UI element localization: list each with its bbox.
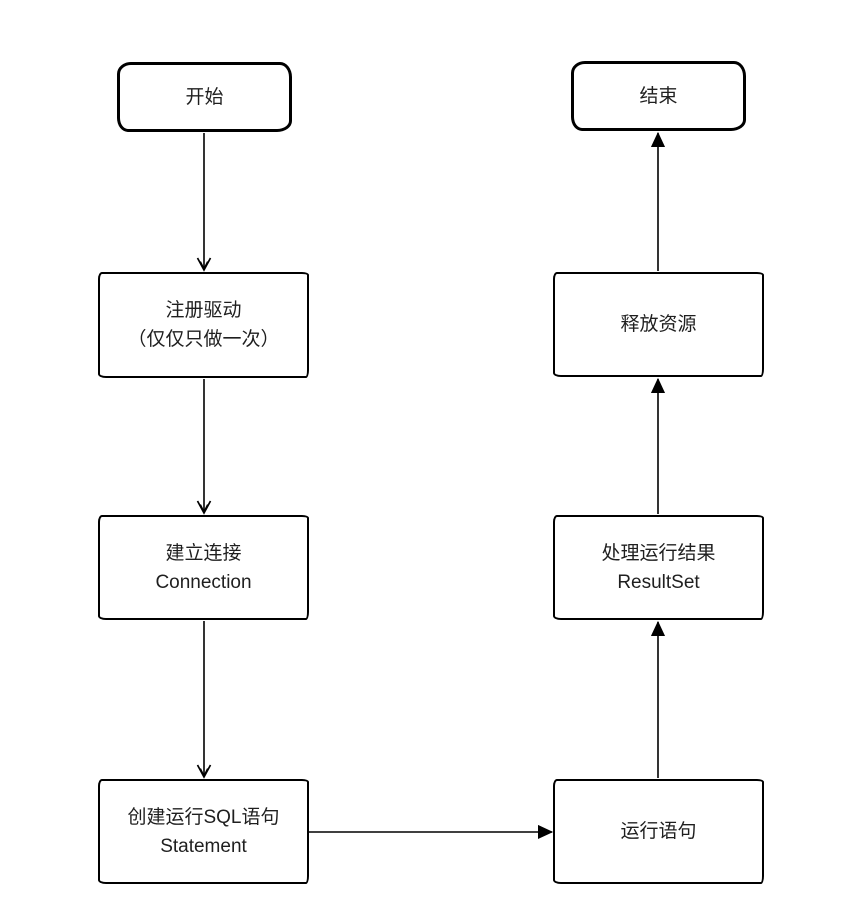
node-execute-label: 运行语句 bbox=[620, 821, 697, 842]
node-statement: 创建运行SQL语句 Statement bbox=[98, 779, 309, 884]
node-resultset: 处理运行结果 ResultSet bbox=[553, 515, 764, 620]
node-register-driver: 注册驱动 （仅仅只做一次） bbox=[98, 272, 309, 378]
node-connection-label-line1: 建立连接 bbox=[165, 542, 242, 564]
node-end-label: 结束 bbox=[639, 85, 678, 107]
node-release-label: 释放资源 bbox=[620, 314, 697, 335]
node-resultset-label-line1: 处理运行结果 bbox=[601, 542, 716, 564]
node-connection: 建立连接 Connection bbox=[98, 515, 309, 620]
node-resultset-label-line2: ResultSet bbox=[617, 571, 700, 593]
node-register-driver-label-line1: 注册驱动 bbox=[165, 300, 242, 321]
node-register-driver-label-line2: （仅仅只做一次） bbox=[127, 329, 280, 350]
node-statement-label-line2: Statement bbox=[160, 835, 247, 857]
node-start: 开始 bbox=[117, 62, 292, 132]
node-connection-label-line2: Connection bbox=[155, 571, 252, 593]
node-release: 释放资源 bbox=[553, 272, 764, 377]
node-execute: 运行语句 bbox=[553, 779, 764, 884]
node-start-label: 开始 bbox=[185, 86, 224, 108]
node-statement-label-line1: 创建运行SQL语句 bbox=[127, 806, 280, 828]
node-end: 结束 bbox=[571, 61, 746, 131]
